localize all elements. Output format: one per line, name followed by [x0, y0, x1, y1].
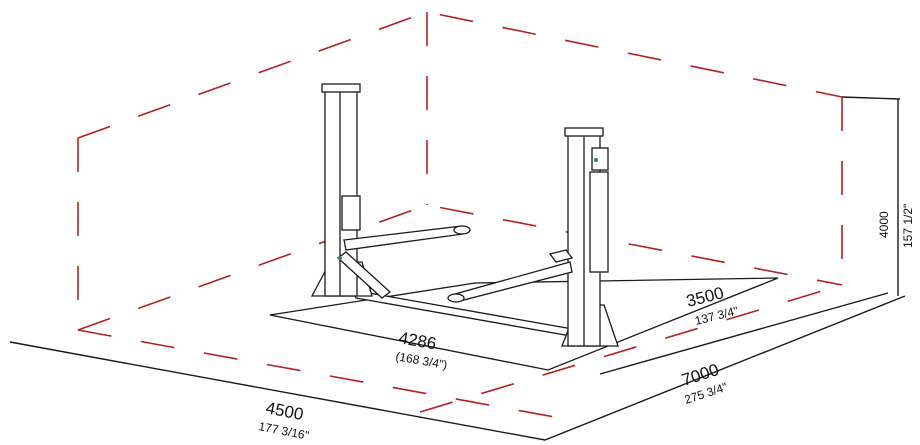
left-column-cap — [321, 83, 361, 93]
bay-height-mm: 4000 — [877, 211, 891, 238]
left-column — [310, 83, 373, 297]
lift-width-inch: (168 3/4") — [394, 349, 448, 372]
left-front-arm — [336, 251, 392, 299]
bay-height-inch: 157 1/2" — [901, 204, 915, 248]
lift-arms — [336, 225, 574, 303]
power-unit — [589, 171, 609, 273]
control-box — [591, 147, 609, 171]
floor-outline — [9, 96, 906, 441]
frame-floor-back — [77, 204, 843, 331]
dim-bay-height: 4000 157 1/2" — [877, 204, 915, 248]
left-carriage — [341, 195, 361, 231]
dim-bay-length: 7000 275 3/4" — [679, 360, 729, 407]
bay-height-line — [841, 96, 901, 100]
right-rear-arm — [548, 249, 574, 263]
left-rear-arm — [343, 225, 464, 251]
right-front-pad — [447, 293, 465, 303]
right-column — [561, 127, 619, 347]
bay-width-inch: 177 3/16" — [257, 419, 310, 442]
bay-length-dim-line — [599, 292, 889, 375]
right-column-cap — [564, 127, 604, 137]
dashed-bay-frame — [77, 11, 843, 419]
accent-right — [594, 158, 598, 162]
floor-front-edges — [9, 295, 906, 441]
accent-left — [338, 256, 342, 260]
accent-marks — [338, 158, 598, 260]
frame-floor-diagonal — [77, 329, 561, 419]
dim-bay-width: 4500 177 3/16" — [257, 398, 310, 442]
frame-back-top — [77, 11, 843, 139]
frame-floor-front-right — [419, 284, 843, 413]
left-rear-pad — [453, 225, 471, 235]
